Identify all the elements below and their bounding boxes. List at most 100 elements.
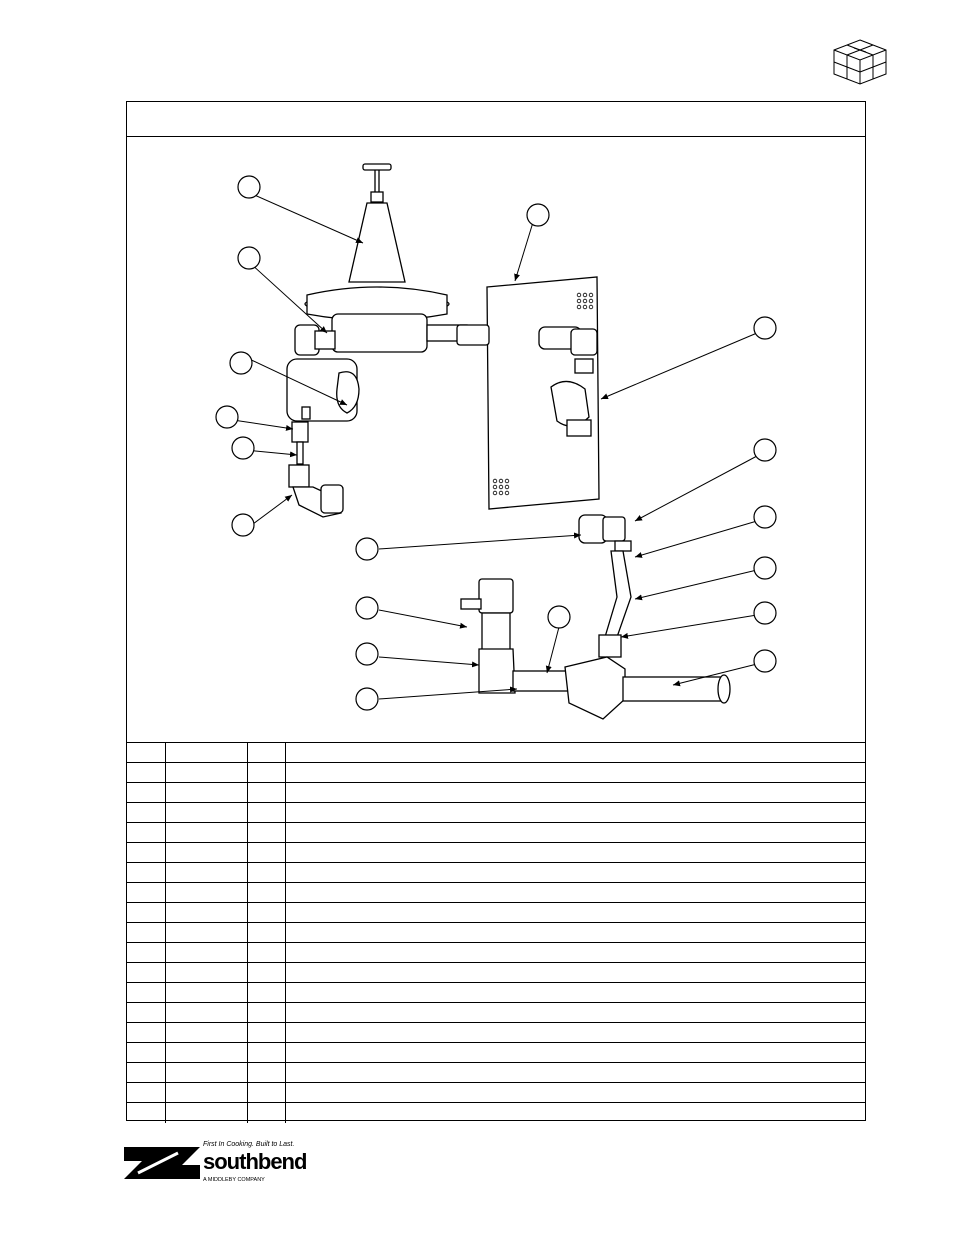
item-cell: [127, 1003, 166, 1022]
part-number-cell: [166, 1003, 248, 1022]
description-cell: [287, 983, 865, 1002]
plate-hole-pattern: [492, 292, 594, 496]
description-cell: [287, 803, 865, 822]
qty-cell: [249, 923, 286, 942]
qty-cell: [249, 783, 286, 802]
item-cell: [127, 803, 166, 822]
item-cell: [127, 903, 166, 922]
assembly-illustration: [215, 163, 777, 720]
callout-leaders: [232, 192, 758, 700]
part-number-cell: [166, 863, 248, 882]
southbend-logo: First In Cooking. Built to Last. southbe…: [122, 1141, 307, 1189]
part-number-cell: [166, 963, 248, 982]
description-cell: [287, 763, 865, 782]
description-cell: [287, 743, 865, 762]
item-cell: [127, 923, 166, 942]
part-number-cell: [166, 763, 248, 782]
qty-cell: [249, 863, 286, 882]
description-cell: [287, 783, 865, 802]
item-cell: [127, 943, 166, 962]
qty-cell: [249, 823, 286, 842]
parts-sheet-frame: [126, 101, 866, 1123]
part-number-cell: [166, 983, 248, 1002]
description-cell: [287, 823, 865, 842]
item-cell: [127, 843, 166, 862]
item-cell: [127, 1043, 166, 1062]
description-cell: [287, 1043, 865, 1062]
item-cell: [127, 763, 166, 782]
qty-cell: [249, 943, 286, 962]
table-row: [127, 783, 865, 803]
qty-cell: [249, 1003, 286, 1022]
item-cell: [127, 883, 166, 902]
part-number-cell: [166, 1023, 248, 1042]
qty-cell: [249, 903, 286, 922]
page-title: [127, 102, 865, 137]
part-number-cell: [166, 923, 248, 942]
table-row: [127, 863, 865, 883]
part-number-cell: [166, 1063, 248, 1082]
item-cell: [127, 1083, 166, 1102]
item-cell: [127, 1023, 166, 1042]
parts-list-table: [127, 743, 865, 1123]
table-row: [127, 1083, 865, 1103]
qty-cell: [249, 1103, 286, 1123]
description-cell: [287, 963, 865, 982]
table-row: [127, 803, 865, 823]
description-cell: [287, 1083, 865, 1102]
part-number-cell: [166, 743, 248, 762]
description-cell: [287, 1023, 865, 1042]
item-cell: [127, 983, 166, 1002]
fitting-stack: [288, 421, 344, 518]
table-row: [127, 1003, 865, 1023]
description-cell: [287, 863, 865, 882]
table-row: [127, 943, 865, 963]
qty-cell: [249, 1023, 286, 1042]
description-cell: [287, 843, 865, 862]
part-number-cell: [166, 783, 248, 802]
qty-cell: [249, 743, 286, 762]
mounting-plate: [456, 276, 600, 510]
part-number-cell: [166, 843, 248, 862]
qty-cell: [249, 803, 286, 822]
item-cell: [127, 1103, 166, 1123]
table-row: [127, 983, 865, 1003]
qty-cell: [249, 1083, 286, 1102]
table-row: [127, 823, 865, 843]
table-row: [127, 1043, 865, 1063]
southbend-logo-icon: [124, 1147, 200, 1179]
lower-manifold-assembly: [460, 514, 731, 720]
gas-pressure-regulator: [286, 163, 468, 422]
footer-tagline: First In Cooking. Built to Last.: [203, 1141, 295, 1148]
table-row: [127, 903, 865, 923]
qty-cell: [249, 963, 286, 982]
exploded-assembly-drawing: [127, 137, 865, 743]
table-row: [127, 763, 865, 783]
part-number-cell: [166, 903, 248, 922]
description-cell: [287, 943, 865, 962]
description-cell: [287, 883, 865, 902]
description-cell: [287, 1003, 865, 1022]
qty-cell: [249, 883, 286, 902]
qty-cell: [249, 1043, 286, 1062]
table-row: [127, 1063, 865, 1083]
qty-cell: [249, 763, 286, 782]
callout-bubbles: [215, 175, 777, 711]
table-row: [127, 1023, 865, 1043]
item-cell: [127, 783, 166, 802]
item-cell: [127, 863, 166, 882]
item-cell: [127, 823, 166, 842]
part-number-cell: [166, 1083, 248, 1102]
exploded-cube-icon: [833, 39, 887, 85]
item-cell: [127, 1063, 166, 1082]
table-row: [127, 743, 865, 763]
table-row: [127, 883, 865, 903]
part-number-cell: [166, 883, 248, 902]
item-cell: [127, 963, 166, 982]
table-row: [127, 963, 865, 983]
item-cell: [127, 743, 166, 762]
description-cell: [287, 903, 865, 922]
part-number-cell: [166, 1043, 248, 1062]
qty-cell: [249, 843, 286, 862]
part-number-cell: [166, 823, 248, 842]
